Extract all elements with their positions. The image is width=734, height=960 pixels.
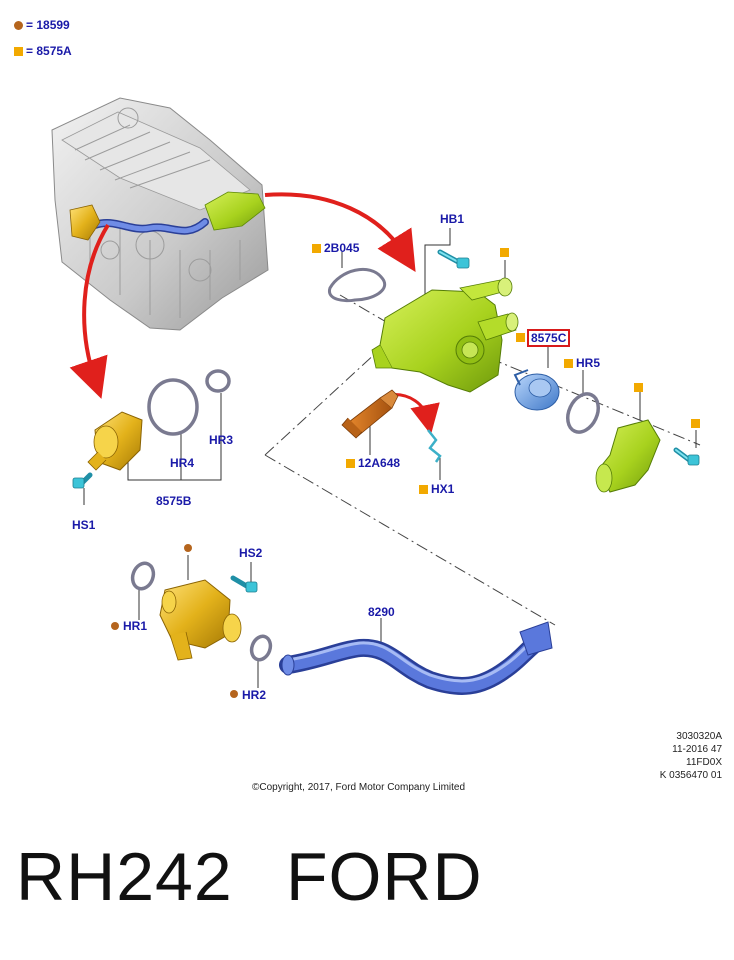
footer-brand: FORD bbox=[286, 839, 483, 915]
circle-marker-icon bbox=[230, 690, 238, 698]
label-12a648: 12A648 bbox=[358, 456, 401, 470]
ref-line-3: 11FD0X bbox=[686, 757, 722, 768]
o-ring-hr3 bbox=[205, 369, 231, 393]
circle-marker-icon bbox=[111, 622, 119, 630]
illustration-reference: 3030320A 11-2016 47 11FD0X K 0356470 01 bbox=[660, 730, 722, 782]
square-marker-icon bbox=[419, 485, 428, 494]
label-hs2: HS2 bbox=[239, 546, 263, 560]
bolt-elbow bbox=[673, 447, 700, 466]
temperature-sensor-12a648 bbox=[341, 389, 399, 439]
o-ring-hr4 bbox=[147, 378, 199, 436]
label-8575b: 8575B bbox=[156, 494, 192, 508]
label-8575c-highlighted: 8575C bbox=[527, 329, 571, 347]
gasket-2b045 bbox=[328, 267, 386, 303]
circle-marker-icon bbox=[14, 21, 23, 30]
engine-block-illustration bbox=[51, 97, 269, 331]
label-hr5: HR5 bbox=[576, 356, 601, 370]
square-marker-icon bbox=[691, 419, 700, 428]
square-marker-icon bbox=[564, 359, 573, 368]
thermostat-housing-8575a bbox=[371, 277, 519, 393]
label-hr1: HR1 bbox=[123, 619, 148, 633]
ref-line-4: K 0356470 01 bbox=[659, 770, 722, 781]
legend-square-row: = 8575A bbox=[14, 44, 72, 58]
bypass-valve-8575b bbox=[87, 411, 143, 471]
legend-circle-row: = 18599 bbox=[14, 18, 70, 32]
bolt-hs1 bbox=[72, 472, 93, 489]
legend-equals: = bbox=[26, 44, 34, 58]
leader-lines bbox=[83, 228, 697, 688]
label-8290: 8290 bbox=[368, 605, 395, 619]
o-ring-hr1 bbox=[130, 561, 156, 591]
arrow-to-housing bbox=[264, 192, 416, 272]
footer-code: RH242 bbox=[16, 839, 233, 915]
label-hr4: HR4 bbox=[170, 456, 195, 470]
square-marker-icon bbox=[516, 333, 525, 342]
label-hs1: HS1 bbox=[72, 518, 96, 532]
ref-line-1: 3030320A bbox=[676, 731, 722, 742]
legend-circle-code: 18599 bbox=[36, 18, 70, 32]
ref-line-2: 11-2016 47 bbox=[672, 744, 722, 755]
square-marker-icon bbox=[500, 248, 509, 257]
o-ring-hr5 bbox=[566, 392, 600, 434]
square-marker-icon bbox=[346, 459, 355, 468]
arrow-to-bypass bbox=[69, 223, 110, 399]
thermostat-8575c bbox=[513, 369, 560, 411]
bolt-hs2 bbox=[230, 575, 258, 593]
label-hx1: HX1 bbox=[431, 482, 455, 496]
square-marker-icon bbox=[14, 47, 23, 56]
square-marker-icon bbox=[312, 244, 321, 253]
legend-equals: = bbox=[26, 18, 34, 32]
label-2b045: 2B045 bbox=[324, 241, 360, 255]
copyright-notice: ©Copyright, 2017, Ford Motor Company Lim… bbox=[252, 782, 466, 793]
bolt-hb1 bbox=[437, 249, 470, 269]
label-hr3: HR3 bbox=[209, 433, 234, 447]
label-hb1: HB1 bbox=[440, 212, 465, 226]
coolant-hose-8290 bbox=[279, 621, 553, 695]
legend-square-code: 8575A bbox=[36, 44, 72, 58]
circle-marker-icon bbox=[184, 544, 192, 552]
label-hr2: HR2 bbox=[242, 688, 267, 702]
square-marker-icon bbox=[634, 383, 643, 392]
brass-tee-fitting bbox=[159, 579, 242, 661]
o-ring-hr2 bbox=[249, 634, 273, 662]
outlet-elbow bbox=[595, 419, 661, 493]
clip-hx1 bbox=[427, 429, 442, 463]
